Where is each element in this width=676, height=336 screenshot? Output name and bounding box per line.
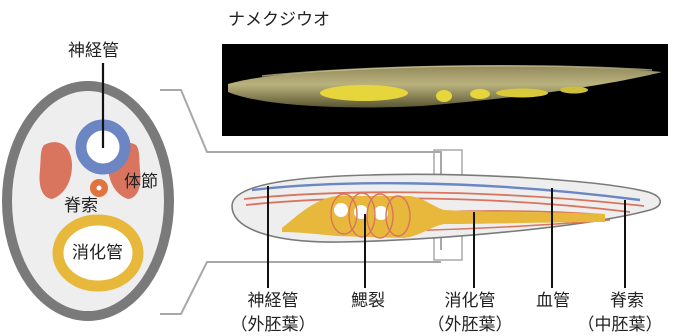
cross-muscle-segment-label: 体節 — [124, 172, 158, 192]
section-connector-bottom — [160, 262, 441, 314]
amphioxus-photo — [222, 44, 668, 136]
cross-neural-tube-label: 神経管 — [68, 41, 119, 61]
side-label-gill-slit: 鰓裂 — [351, 291, 385, 311]
side-layer-notochord: （中胚葉） — [578, 315, 663, 335]
photo-gonad-3 — [470, 89, 490, 99]
photo-gonad-5 — [560, 87, 588, 94]
photo-gonad-4 — [496, 89, 548, 98]
diagram-title: ナメクジウオ — [228, 10, 330, 30]
side-label-gut: 消化管 — [445, 291, 496, 311]
side-layer-gut: （外胚葉） — [428, 315, 513, 335]
side-label-notochord: 脊索 — [610, 291, 644, 311]
cross-notochord-label: 脊索 — [64, 196, 98, 216]
side-label-neural-tube: 神経管 — [248, 291, 299, 311]
photo-gonad-1 — [320, 85, 408, 101]
photo-gonad-2 — [436, 90, 452, 102]
cross-gut-label: 消化管 — [72, 243, 123, 263]
amphioxus-photo-graphic — [222, 44, 668, 136]
notochord-center — [97, 186, 102, 191]
side-layer-neural-tube: （外胚葉） — [231, 315, 316, 335]
gill-hole-1 — [334, 203, 348, 217]
side-label-vessel: 血管 — [536, 291, 570, 311]
